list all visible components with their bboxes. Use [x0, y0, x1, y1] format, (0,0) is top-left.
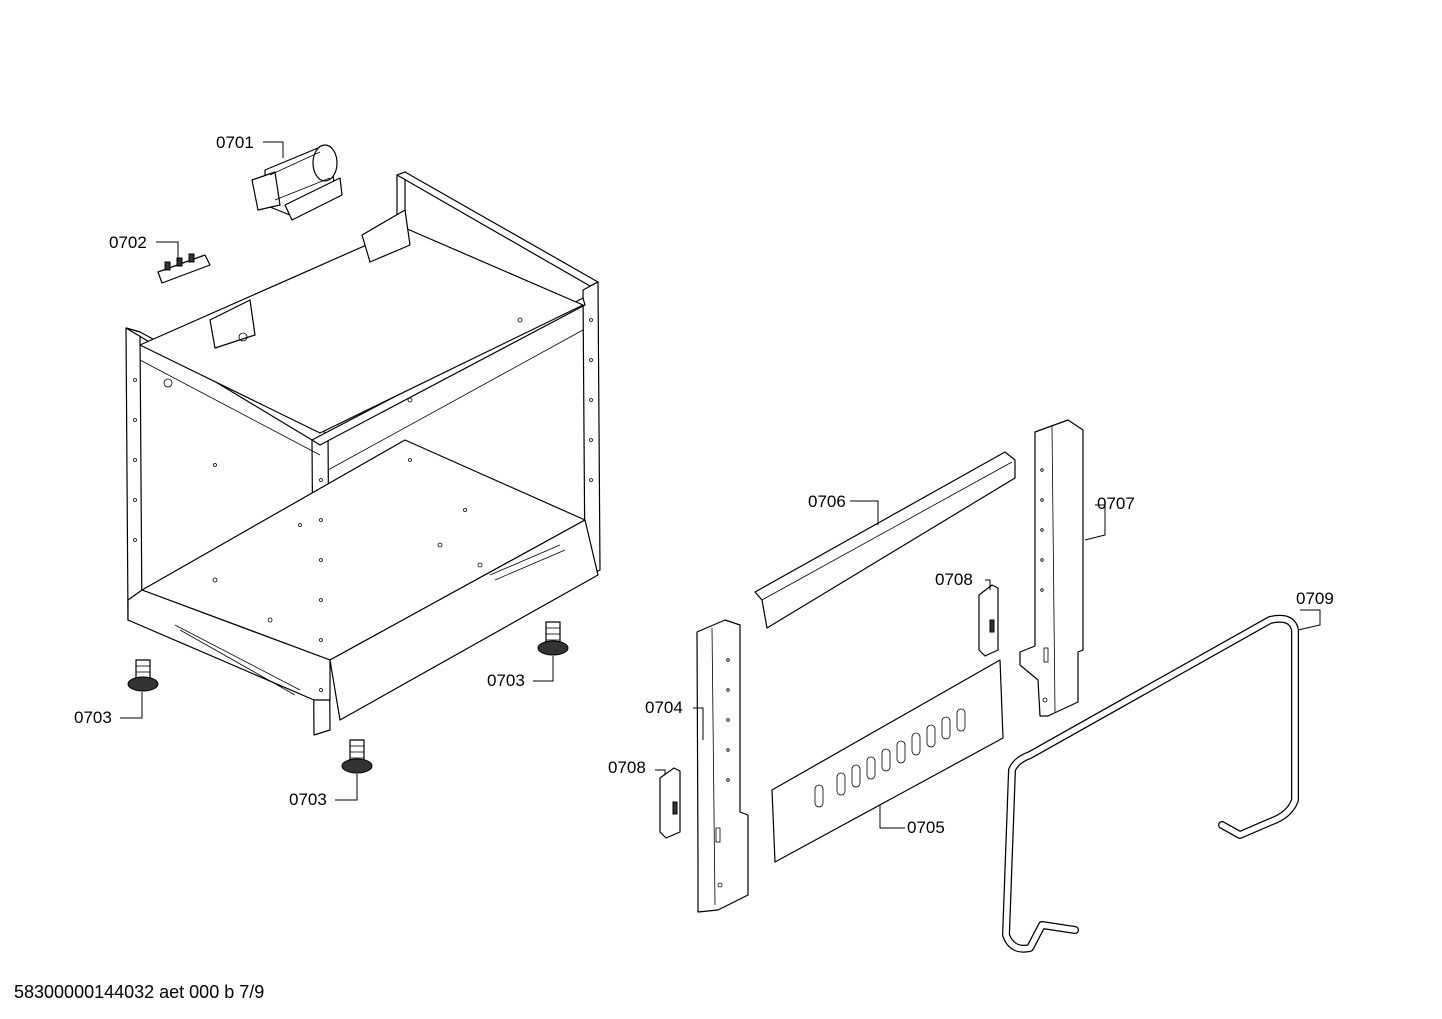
leveling-foot-0703-left: [127, 659, 159, 692]
side-bracket-0707: [1019, 419, 1084, 717]
label-0706: 0706: [808, 492, 846, 511]
callout-labels: 0701 0702 0703 0703 0703 0704 0705 0706 …: [74, 133, 1334, 837]
cabinet-frame: [125, 171, 601, 736]
label-0702: 0702: [109, 233, 147, 252]
leader-lines: [120, 141, 1321, 829]
motor-0701: [251, 144, 343, 221]
top-rail-0706: [754, 451, 1016, 629]
label-0701: 0701: [216, 133, 254, 152]
label-0707: 0707: [1097, 494, 1135, 513]
label-0703-bottom: 0703: [289, 790, 327, 809]
leveling-foot-0703-bottom: [341, 739, 373, 774]
back-panel-0705: [771, 659, 1004, 863]
label-0704: 0704: [645, 698, 683, 717]
small-bracket-0708-lower: [659, 767, 681, 839]
label-0708-lower: 0708: [608, 758, 646, 777]
terminal-block-0702: [157, 253, 211, 284]
leveling-foot-0703-right: [537, 621, 569, 656]
small-bracket-0708-upper: [978, 584, 999, 657]
label-0709: 0709: [1296, 589, 1334, 608]
side-bracket-0704: [696, 619, 749, 913]
label-0708-upper: 0708: [935, 570, 973, 589]
document-id-footer: 58300000144032 aet 000 b 7/9: [14, 982, 264, 1002]
label-0705: 0705: [907, 818, 945, 837]
handle-rod-0709: [1002, 614, 1299, 953]
label-0703-right: 0703: [487, 671, 525, 690]
label-0703-left: 0703: [74, 708, 112, 727]
